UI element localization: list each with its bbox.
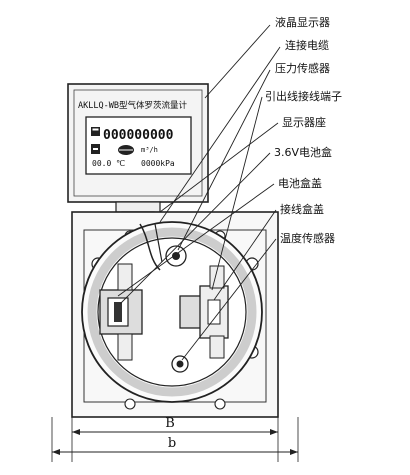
- lcd-flow-icon: [118, 145, 134, 155]
- temperature-sensor: [171, 355, 189, 373]
- display-model-text: AKLLQ-WB型气体罗茨流量计: [78, 100, 187, 111]
- label-pressure-sensor: 压力传感器: [275, 62, 330, 75]
- label-display-seat: 显示器座: [282, 115, 326, 129]
- lcd-status-icon: [91, 127, 100, 154]
- label-lcd-display: 液晶显示器: [275, 15, 330, 29]
- lcd-unit: m³/h: [141, 146, 158, 154]
- lcd-temperature: 00.0 ℃: [92, 159, 125, 168]
- lcd-pressure: 0000kPa: [141, 159, 175, 168]
- label-battery-box: 3.6V电池盒: [274, 145, 332, 159]
- dimension-b: b: [168, 436, 176, 451]
- pressure-sensor: [139, 223, 187, 271]
- dimension-lines: [51, 417, 299, 462]
- label-connection-cable: 连接电缆: [285, 39, 329, 52]
- label-battery-cover: 电池盒盖: [278, 176, 322, 190]
- battery-box: [99, 263, 143, 361]
- label-temperature-sensor: 温度传感器: [280, 231, 335, 245]
- display-housing: [67, 83, 209, 203]
- lcd-total-value: 000000000: [103, 128, 174, 143]
- junction-box: [179, 265, 229, 359]
- label-lead-terminal: 引出线接线端子: [265, 89, 342, 103]
- dimension-B: B: [165, 416, 175, 431]
- callout-lines: [117, 24, 281, 361]
- label-junction-cover: 接线盒盖: [280, 202, 324, 216]
